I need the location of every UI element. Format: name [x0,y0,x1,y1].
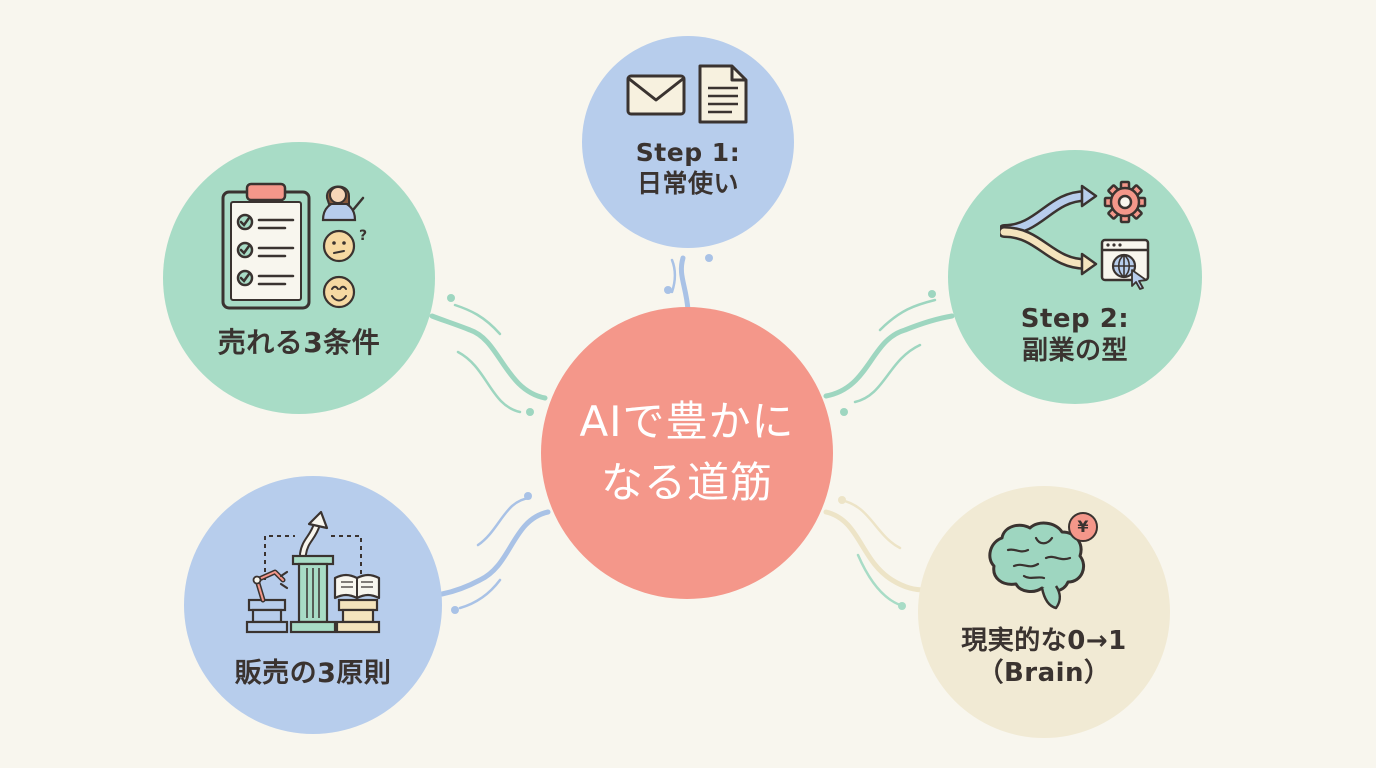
step2-icon-group [1000,180,1150,290]
center-topic-line2: なる道筋 [600,458,773,507]
step1-icons [626,64,748,124]
step1-icon-group [624,62,752,126]
connector-rules [439,509,551,597]
center-topic-line1: AIで豊かに [579,397,795,447]
rules-title: 販売の3原則 [234,658,392,689]
branching-arrows-icon [1000,184,1098,276]
open-book-pedestal-icon [333,573,381,634]
brain-title: 現実的な0→1 [961,626,1127,656]
brain-node: ¥ 現実的な0→1 （Brain） [918,486,1170,738]
step2-icons [1000,180,1150,290]
connector-step2 [823,313,955,399]
gear-icon [1103,180,1147,224]
envelope-icon [626,74,686,116]
step2-node: Step 2: 副業の型 [948,150,1202,404]
step1-title: Step 1: [635,138,741,167]
center-topic-label: AIで豊かに なる道筋 [579,392,794,514]
step1-node: Step 1: 日常使い [582,36,794,248]
step2-title: Step 2: [1020,304,1130,334]
document-icon [698,64,748,124]
connector-conditions [429,313,548,401]
brain-subtitle: （Brain） [977,657,1111,688]
rules-icon-group [243,510,383,640]
center-topic-node: AIで豊かに なる道筋 [541,307,833,599]
step2-label: Step 2: 副業の型 [1021,304,1129,367]
clipboard-checklist-icon [221,182,311,310]
yen-symbol: ¥ [1077,517,1089,536]
conditions-title: 売れる3条件 [217,326,381,359]
selling-rules-node: 販売の3原則 [184,476,442,734]
yen-coin-icon: ¥ [1068,512,1098,542]
step2-subtitle: 副業の型 [1021,335,1128,366]
selling-conditions-node: ? 売れる3条件 [163,142,435,414]
browser-globe-icon [1100,238,1150,290]
pillar-upward-arrow-icon [289,510,337,634]
presenter-person-icon [321,185,365,222]
connector-brain [823,509,928,593]
conditions-label: 売れる3条件 [218,326,380,360]
thinking-face-icon: ? [322,228,367,263]
brain-label: 現実的な0→1 （Brain） [961,626,1126,689]
svg-text:?: ? [359,228,367,244]
smiling-face-icon [322,275,356,309]
brain-icon [988,521,1085,610]
step1-label: Step 1: 日常使い [636,138,740,199]
conditions-icon-group: ? [219,180,379,312]
robot-arm-pedestal-icon [245,569,289,634]
conditions-icons: ? [221,182,367,310]
brain-icon-group: ¥ [984,512,1104,614]
connector-step1 [678,255,691,313]
rules-label: 販売の3原則 [235,658,392,691]
brain-icons [988,521,1085,610]
step1-subtitle: 日常使い [636,168,739,198]
rules-icons [245,510,381,634]
